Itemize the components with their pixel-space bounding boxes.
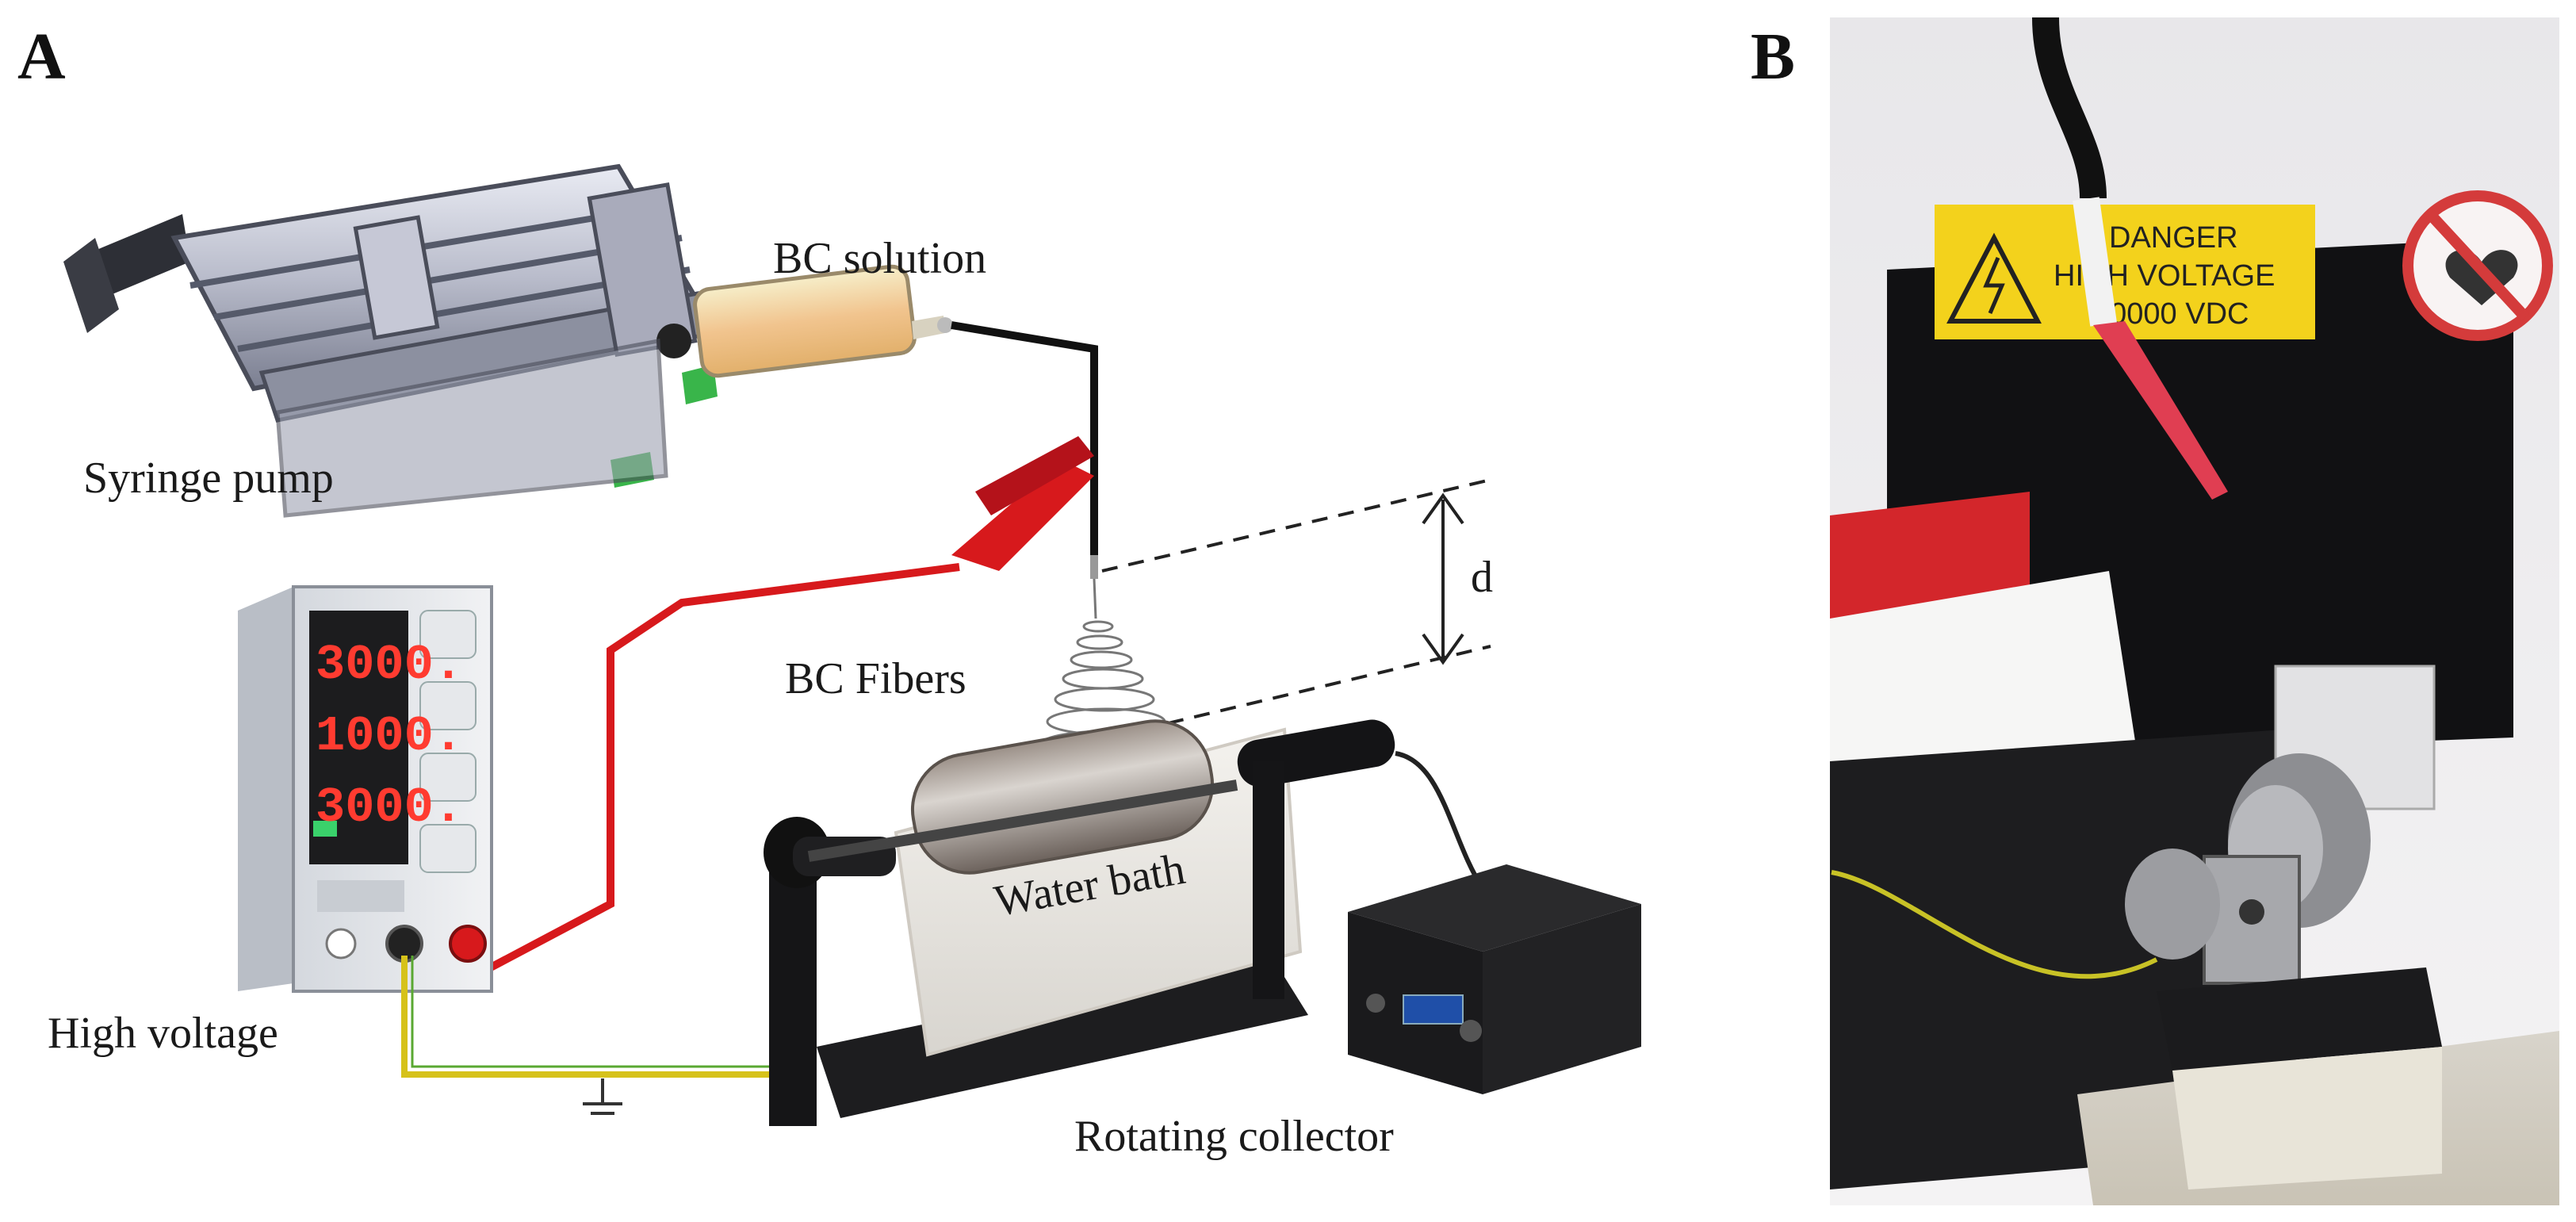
photo-ground-wire [1831,870,2158,979]
panel-b-letter: B [1751,20,1796,94]
danger-sign [1935,205,2315,339]
label-rotating-collector: Rotating collector [1074,1112,1394,1161]
label-bc-solution: BC solution [773,234,987,283]
syringe [693,264,953,378]
hv-wire [473,563,960,979]
hv-probe [2093,321,2228,500]
psu-display-1: 3000. [316,637,463,693]
power-supply [238,585,493,993]
label-bc-fibers: BC Fibers [785,654,966,703]
label-d: d [1471,553,1493,602]
ground-symbol [583,1078,622,1115]
hv-clip [951,436,1094,571]
sign-line-1: DANGER [2109,221,2238,255]
panel-a-letter: A [17,20,66,94]
psu-display-3: 3000. [316,780,463,836]
rotating-collector [764,719,1485,1126]
no-pacemaker-sign-icon [2402,190,2553,341]
controller-box [1348,864,1641,1094]
feed-tube [951,321,1098,555]
label-syringe-pump: Syringe pump [83,454,334,503]
distance-marker [1101,478,1491,731]
label-high-voltage: High voltage [48,1009,278,1058]
hv-cable-sleeve [2073,197,2117,327]
psu-display-2: 1000. [316,708,463,764]
hv-cable [2032,17,2107,199]
syringe-pump [63,163,718,518]
